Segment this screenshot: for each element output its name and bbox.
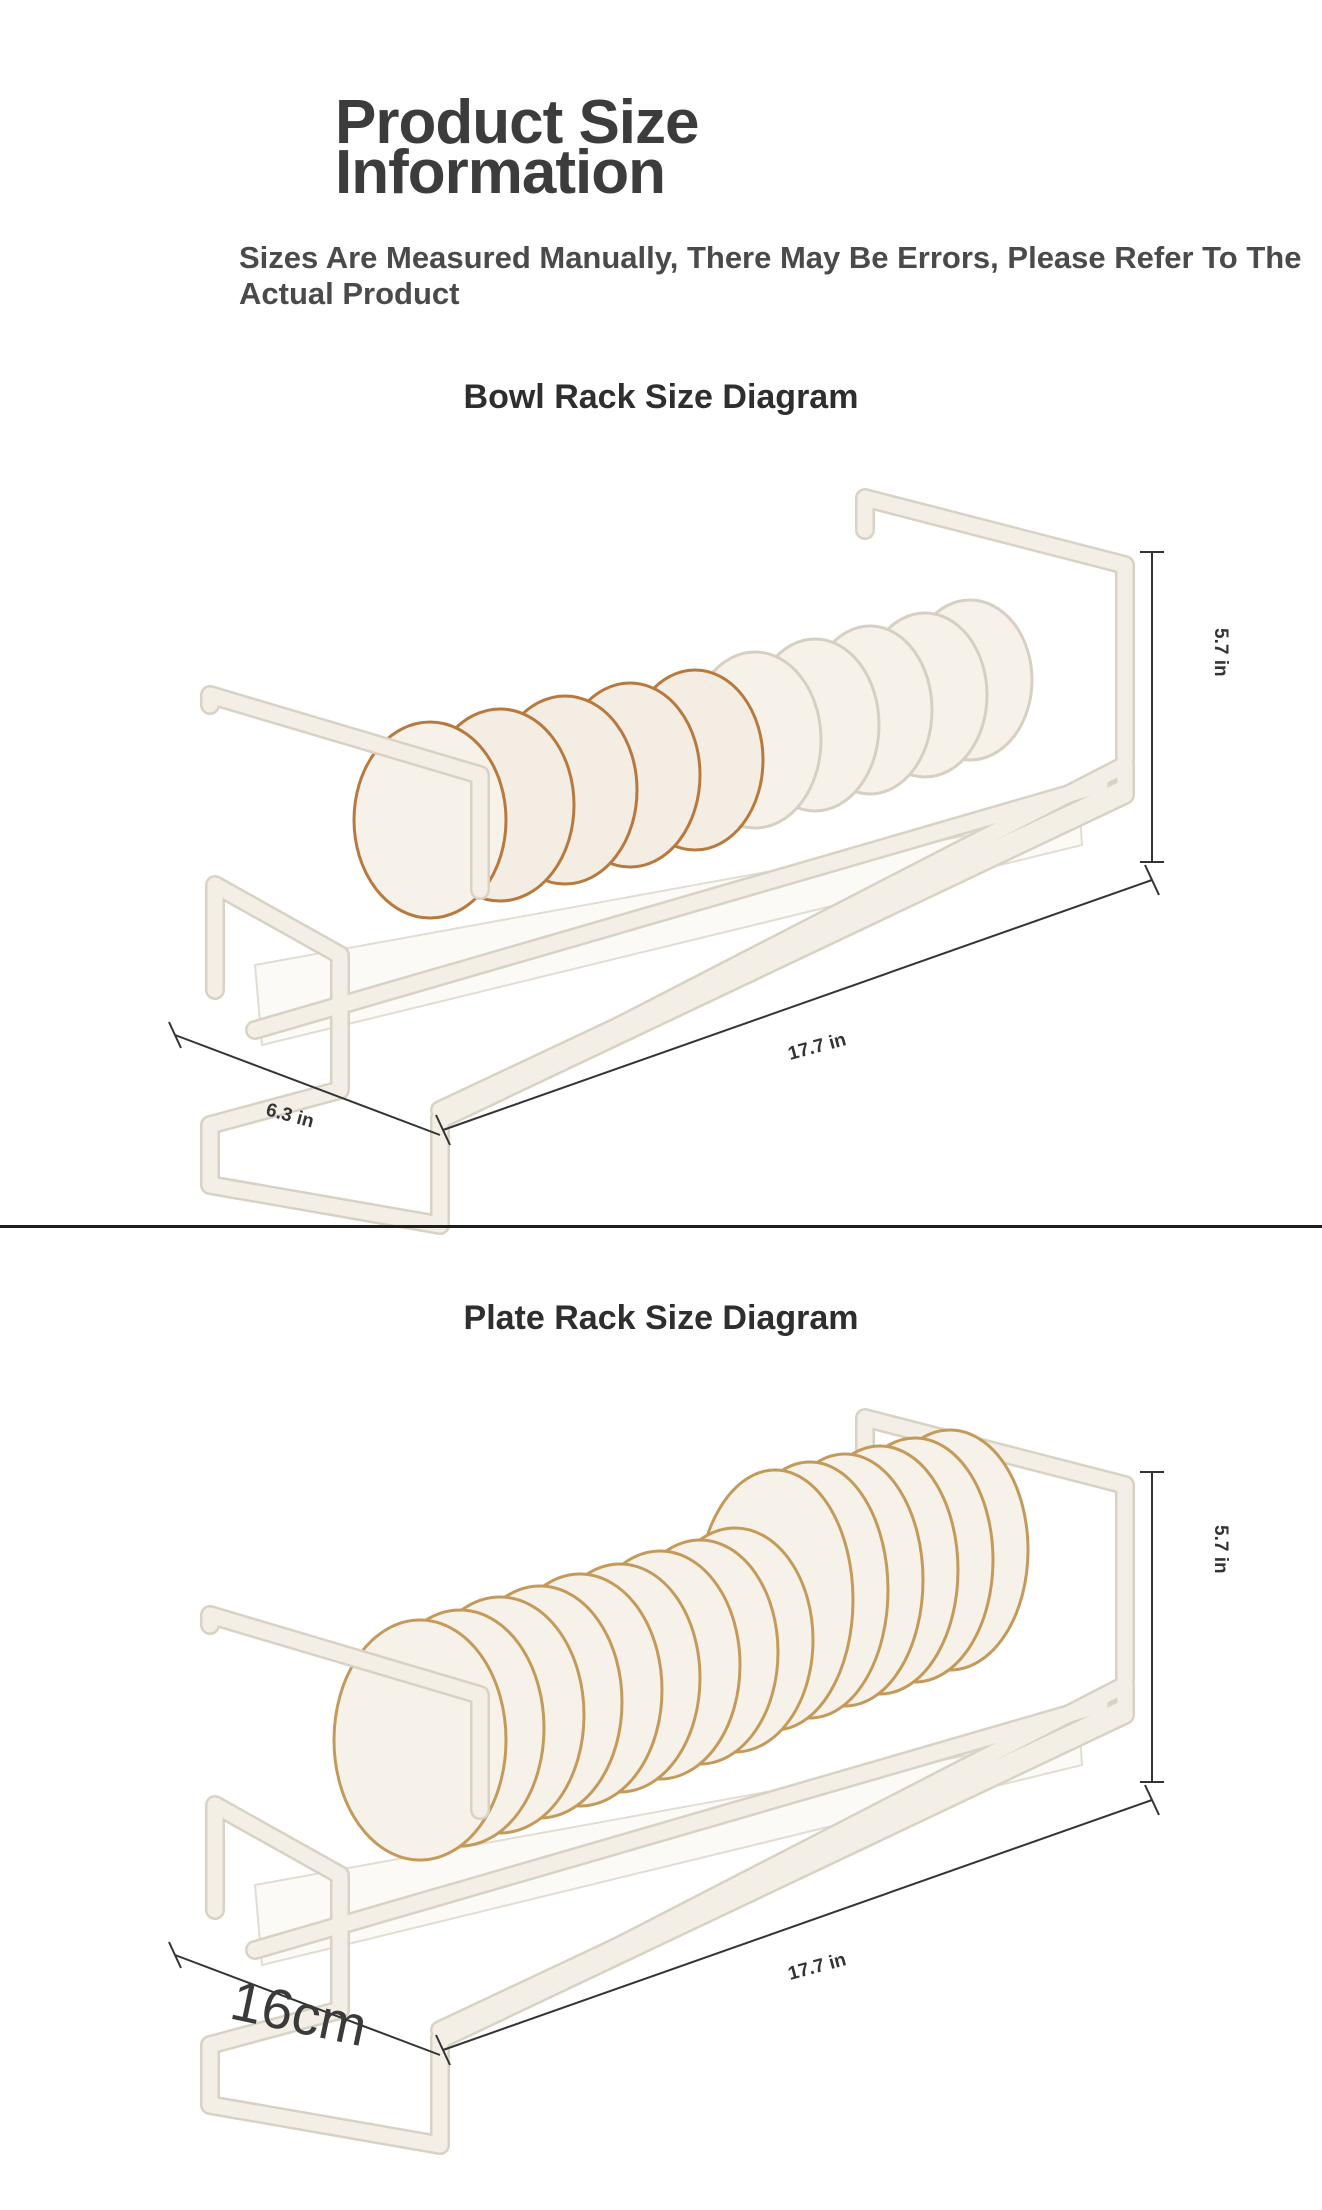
plate-height-label: 5.7 in (1210, 1525, 1231, 1574)
plate-length-label: 17.7 in (786, 1949, 849, 1985)
page-title: Product Size Information (335, 88, 700, 207)
bowl-height-label: 5.7 in (1210, 628, 1231, 677)
plate-rack-illustration (200, 1408, 1135, 2155)
plate-dimension-lines (168, 1471, 1164, 2066)
bowl-rack-diagram: 5.7 in 17.7 in 6.3 in (168, 488, 1231, 1235)
bowl-dimension-lines (168, 551, 1164, 1146)
plate-rack-title: Plate Rack Size Diagram (463, 1299, 859, 1337)
section-divider (0, 1225, 1322, 1228)
bowl-rack-illustration (200, 488, 1135, 1235)
bowl-rack-title: Bowl Rack Size Diagram (463, 378, 859, 416)
measurement-notice: Sizes Are Measured Manually, There May B… (239, 240, 1302, 311)
plate-rack-diagram: 5.7 in 17.7 in 16cm (168, 1408, 1231, 2155)
bowl-length-label: 17.7 in (786, 1029, 849, 1065)
